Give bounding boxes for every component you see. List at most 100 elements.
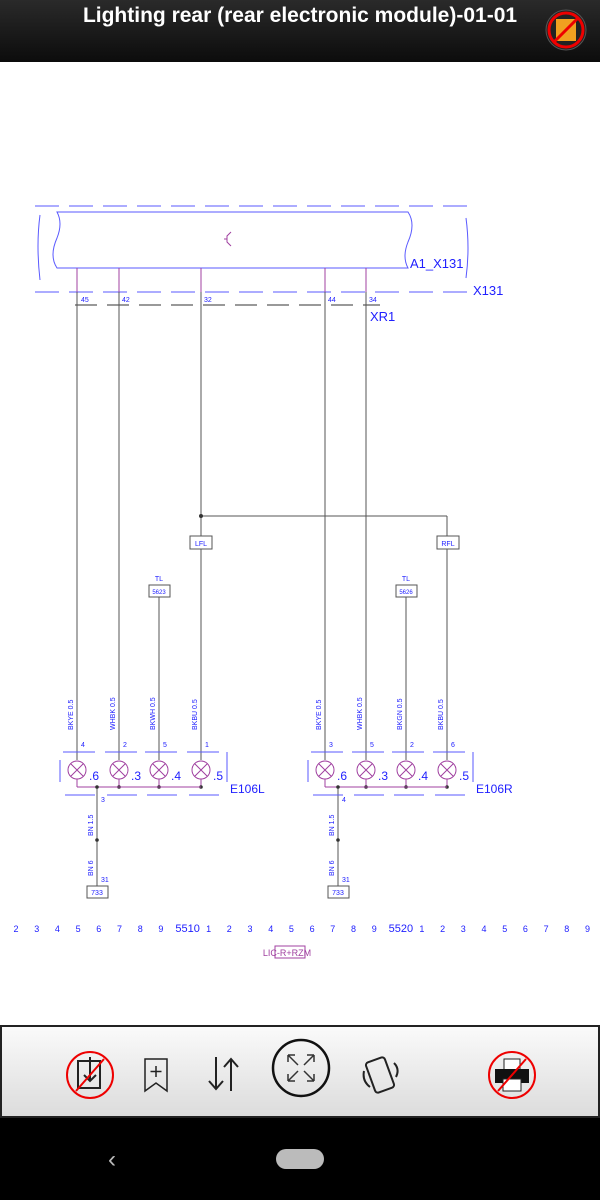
lamp-suffix: .4 [171,769,181,783]
grid-number: 5 [76,924,81,934]
lamp-suffix: .3 [131,769,141,783]
tl-label: TL [155,576,163,583]
lamp-pin: 5 [370,742,374,749]
grid-number: 3 [461,924,466,934]
splice-left: LFL [195,541,207,548]
grid-number: 5510 [175,923,199,935]
tl-label: TL [402,576,410,583]
bottom-ref: LIC-R+RZM [263,948,311,958]
wire-label: BKWH 0.5 [150,697,157,730]
pin-label: 45 [81,297,89,304]
grid-number: 4 [481,924,486,934]
grid-number: 7 [117,924,122,934]
grid-number: 8 [351,924,356,934]
grid-number: 9 [372,924,377,934]
home-button[interactable] [276,1149,324,1169]
component-label: E106L [230,782,265,796]
grid-number: 7 [330,924,335,934]
no-files-icon[interactable] [544,8,588,52]
component-bracket [59,752,228,782]
page-title: Lighting rear (rear electronic module)-0… [82,4,518,27]
sort-button[interactable] [198,1049,250,1101]
grid-number: 1 [206,924,211,934]
grid-number: 1 [419,924,424,934]
wiring-diagram[interactable]: A1_X131 X131 XR1 45 42 32 44 34 LFL RFL … [0,0,600,1025]
rotate-button[interactable] [354,1049,406,1101]
lamp-cross [194,763,208,787]
ground-ref: 733 [332,890,344,897]
wire-label: BKGN 0.5 [397,698,404,730]
ground-pin: 31 [101,877,109,884]
wire-label: WHBK 0.5 [110,697,117,730]
junction-dot [95,785,99,789]
connector-label: X131 [473,283,503,298]
pin-label: 34 [369,297,377,304]
pin-label: 44 [328,297,336,304]
ground-ref: 733 [91,890,103,897]
lamp-cross [112,763,126,787]
grid-number: 7 [544,924,549,934]
wire-label: BN 6 [88,860,95,876]
grid-number: 9 [585,924,590,934]
add-bookmark-button[interactable] [130,1049,182,1101]
grid-number: 2 [13,924,18,934]
lamp-suffix: .5 [213,769,223,783]
grid-number: 6 [310,924,315,934]
grid-number: 2 [227,924,232,934]
fit-screen-button[interactable] [270,1037,332,1099]
lamp-suffix: .6 [89,769,99,783]
lamp-suffix: .4 [418,769,428,783]
print-disabled-button[interactable] [486,1049,538,1101]
wire-label: BN 1.5 [88,814,95,836]
grid-number: 6 [523,924,528,934]
download-disabled-button[interactable] [64,1049,116,1101]
print-disabled-icon [488,1051,536,1099]
lamp-cross [359,763,373,787]
tl-ref: 5626 [399,590,413,596]
bookmark-add-icon [144,1058,168,1093]
ground-box [327,885,350,899]
grid-number: 4 [55,924,60,934]
connector2-label: XR1 [370,309,395,324]
lamp-cross [70,763,84,787]
pin-label: 42 [122,297,130,304]
lamp-suffix: .3 [378,769,388,783]
grid-number: 5 [289,924,294,934]
ground-pin: 4 [342,797,346,804]
expand-icon [271,1038,331,1098]
component-label: E106R [476,782,513,796]
lamp-pin: 4 [81,742,85,749]
download-disabled-icon [66,1051,114,1099]
wire-label: BKBU 0.5 [438,699,445,730]
wire-label: BN 6 [329,860,336,876]
junction-dot [336,785,340,789]
lamp-cross [152,763,166,787]
lamp-pin: 5 [163,742,167,749]
wire-label: BKYE 0.5 [316,700,323,730]
bottom-toolbar [0,1025,600,1118]
tl-ref: 5623 [152,590,166,596]
junction-dot [95,838,99,842]
grid-number: 6 [96,924,101,934]
back-button[interactable]: ‹ [108,1146,116,1173]
grid-number: 5 [502,924,507,934]
grid-number: 2 [440,924,445,934]
wire-label: BKYE 0.5 [68,700,75,730]
sort-arrows-icon [208,1057,239,1091]
wire-label: BN 1.5 [329,814,336,836]
lamp-cross [440,763,454,787]
grid-number: 5520 [389,923,413,935]
lamp-suffix: .6 [337,769,347,783]
lamp-pin: 1 [205,742,209,749]
header-bar: Lighting rear (rear electronic module)-0… [0,0,600,62]
grid-number: 8 [138,924,143,934]
junction-dot [336,838,340,842]
grid-number: 3 [247,924,252,934]
rotate-screen-icon [362,1056,399,1094]
wire-label: WHBK 0.5 [357,697,364,730]
lamp-pin: 3 [329,742,333,749]
wire-label: BKBU 0.5 [192,699,199,730]
splice-right: RFL [441,541,454,548]
lamp-suffix: .5 [459,769,469,783]
grid-number: 8 [564,924,569,934]
